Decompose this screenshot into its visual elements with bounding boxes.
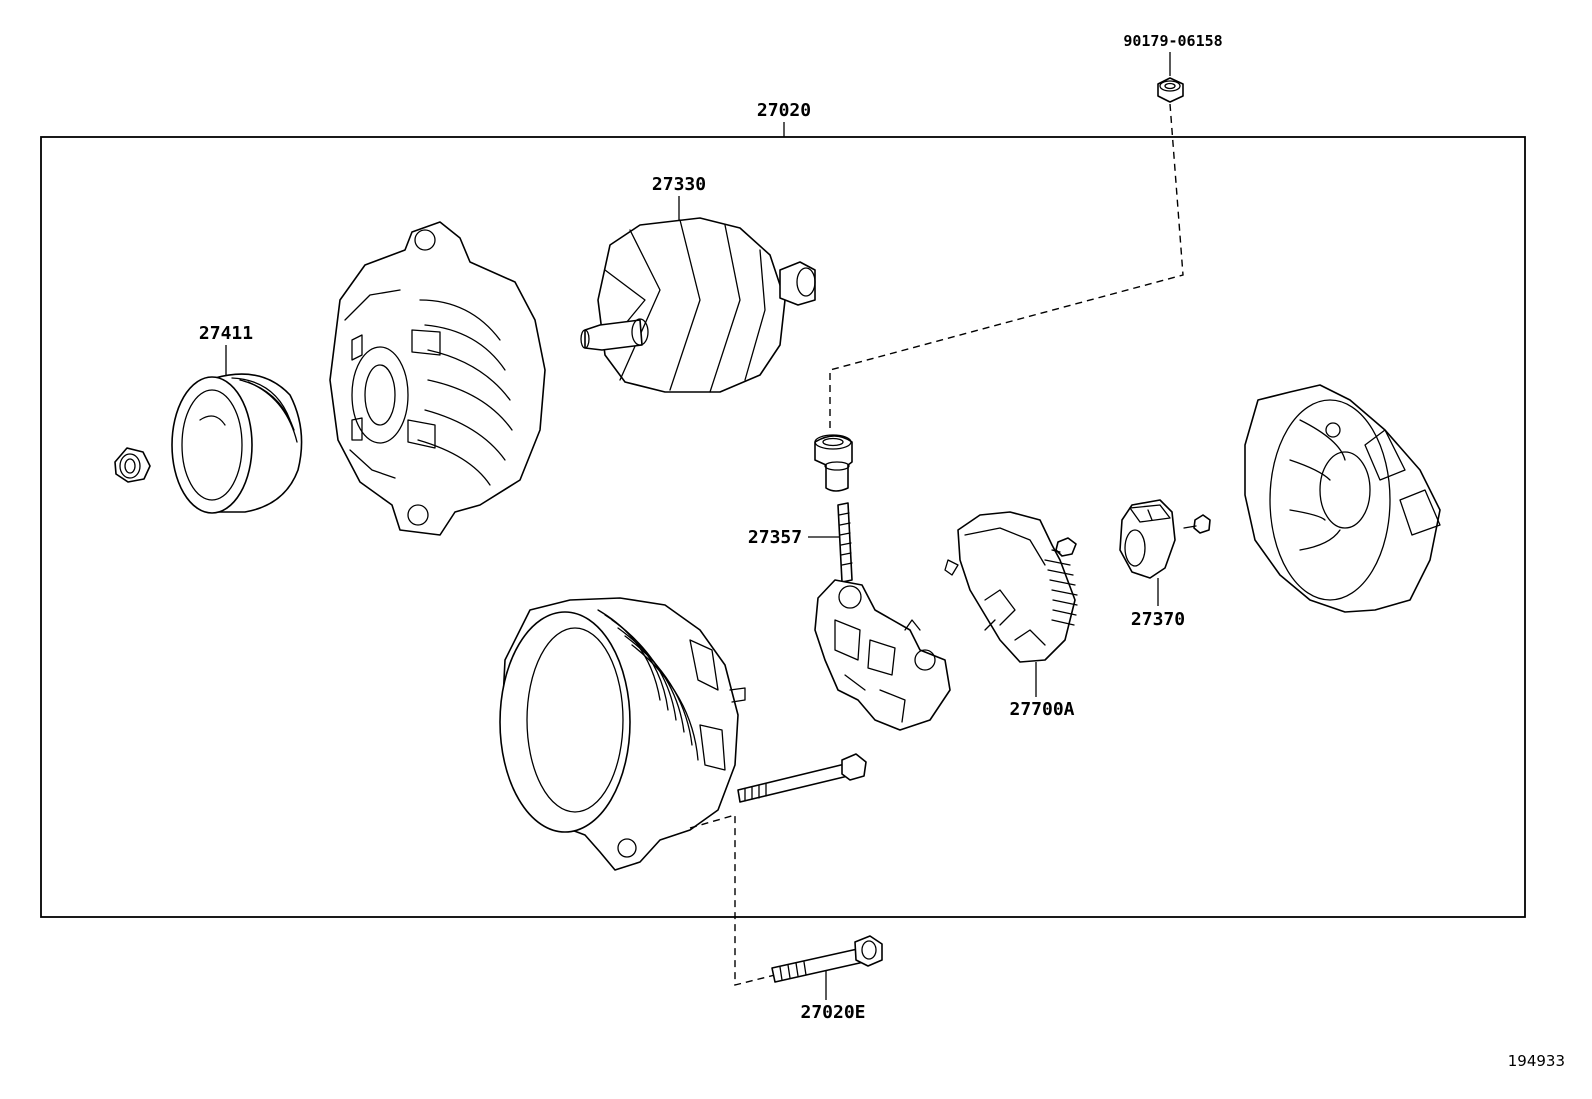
callout-90179-06158: 90179-06158 [1123, 32, 1222, 50]
callout-27357: 27357 [748, 527, 802, 548]
dashed-leader-nut [829, 103, 1184, 430]
nut-top [1157, 77, 1184, 103]
stator-housing [499, 597, 746, 871]
rear-cover [1244, 384, 1441, 613]
callout-27370: 27370 [1131, 609, 1185, 630]
reference-id: 194933 [1508, 1052, 1565, 1070]
callout-27020E: 27020E [800, 1002, 865, 1023]
callout-27411: 27411 [199, 323, 253, 344]
rotor [580, 217, 816, 393]
regulator [944, 511, 1078, 663]
callout-27330: 27330 [652, 174, 706, 195]
terminal-screw [1183, 514, 1211, 534]
dashed-leader-bolt [689, 814, 776, 986]
pulley-nut [114, 447, 151, 483]
brush-holder [814, 502, 951, 731]
terminal-insulator [814, 434, 853, 492]
pulley [171, 373, 303, 514]
inner-through-bolt [737, 753, 867, 803]
terminal-holder [1119, 499, 1176, 579]
callout-27020: 27020 [757, 100, 811, 121]
callout-27700A: 27700A [1009, 699, 1074, 720]
assembly-frame [40, 136, 1526, 918]
regulator-screw [1051, 537, 1077, 557]
through-bolt [771, 935, 883, 983]
drive-end-frame [329, 221, 546, 536]
